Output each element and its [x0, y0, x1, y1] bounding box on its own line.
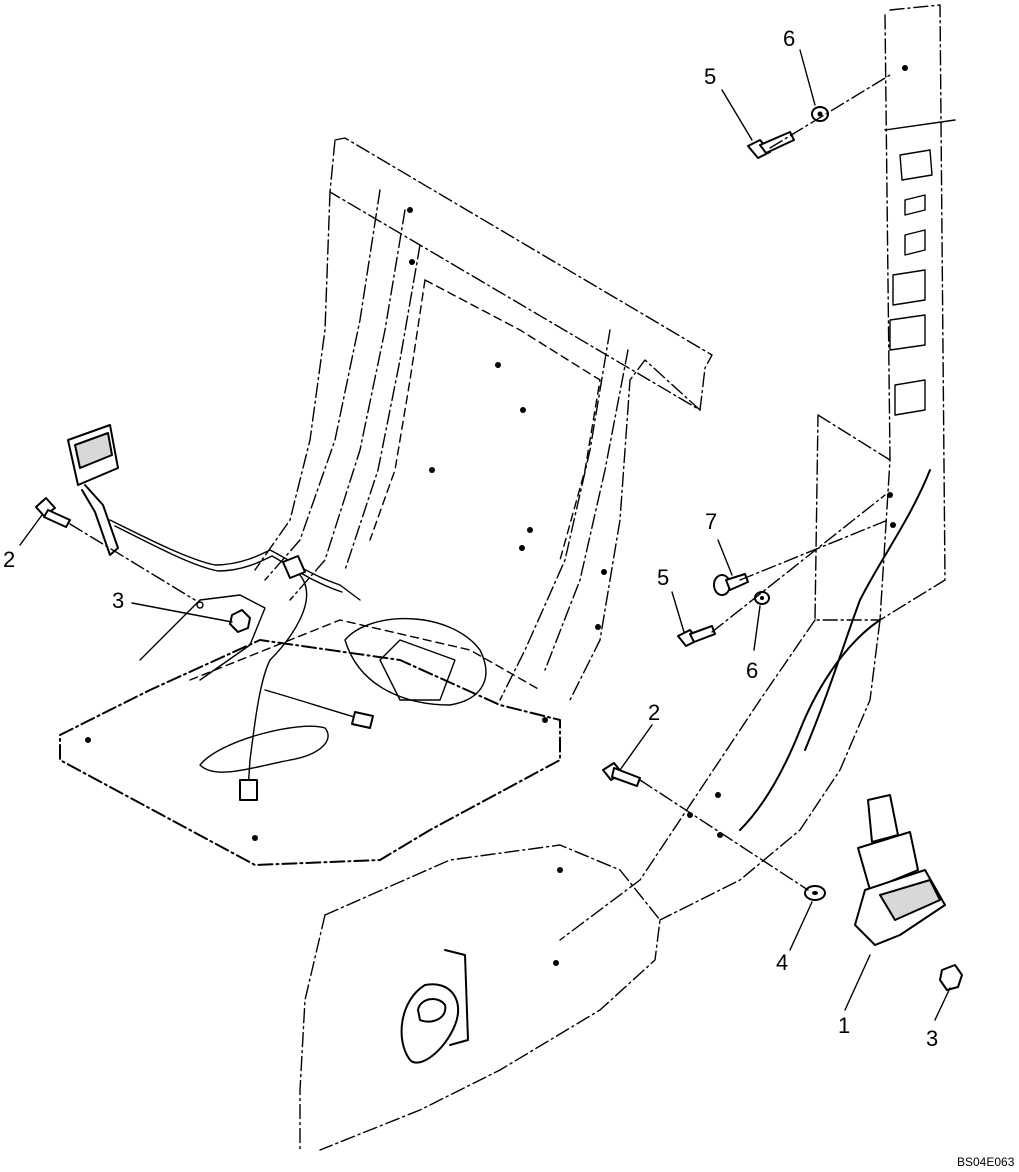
right-seat-mount-bracket	[299, 4, 956, 1151]
callout-3-label-right: 3	[926, 1026, 938, 1051]
callouts: 1 2 2 3 3 4 5 5 6 6 7	[3, 26, 951, 1051]
drawing-code: BS04E063	[957, 1155, 1015, 1169]
callout-2-label-left: 2	[3, 547, 15, 572]
callout-4-label: 4	[776, 950, 788, 975]
callout-1-label: 1	[838, 1013, 850, 1038]
callout-5-label-top: 5	[704, 64, 716, 89]
left-seat-belt-buckle	[67, 424, 374, 801]
fasteners	[35, 74, 891, 891]
callout-7-label: 7	[705, 509, 717, 534]
callout-6-label-top: 6	[783, 26, 795, 51]
callout-2-label-right: 2	[648, 700, 660, 725]
callout-5-label-middle: 5	[657, 565, 669, 590]
callout-6-label-middle: 6	[746, 658, 758, 683]
seat-assembly	[59, 137, 713, 866]
callout-3-label-left: 3	[112, 588, 124, 613]
right-seat-belt-buckle	[804, 794, 963, 991]
